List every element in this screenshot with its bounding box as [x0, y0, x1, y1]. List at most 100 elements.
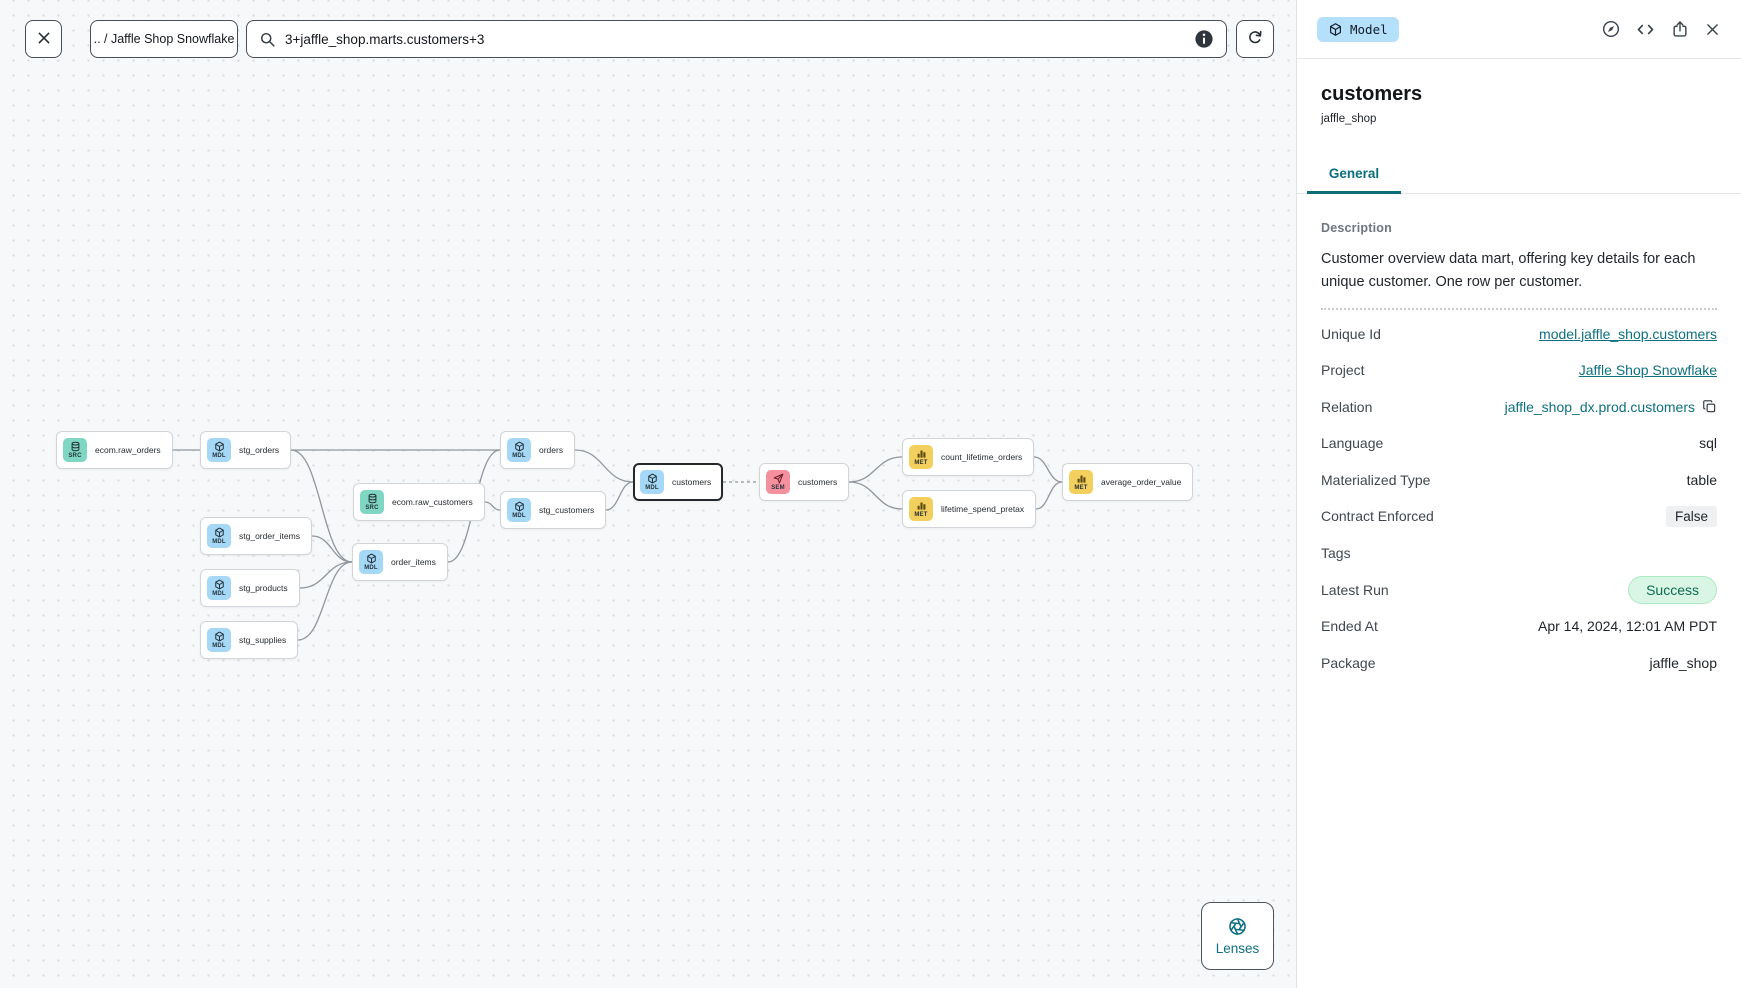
field-value-ended-at: Apr 14, 2024, 12:01 AM PDT [1538, 618, 1717, 635]
node-label: ecom.raw_customers [392, 497, 473, 507]
graph-node-average_order_value[interactable]: MET average_order_value [1062, 463, 1194, 501]
field-label-package: Package [1321, 654, 1376, 671]
edge-customers_sem-count_lifetime_orders [848, 456, 903, 483]
refresh-button[interactable] [1236, 20, 1274, 58]
node-label: orders [539, 445, 564, 455]
graph-node-lifetime_spend_pretax[interactable]: MET lifetime_spend_pretax [902, 490, 1037, 528]
edge-stg_customers-customers [605, 481, 634, 511]
node-met-icon: MET [909, 445, 933, 469]
panel-body: customers jaffle_shop General Descriptio… [1297, 59, 1741, 988]
field-value-contract-enforced: False [1665, 505, 1717, 527]
view-code-button[interactable] [1635, 19, 1656, 40]
graph-node-stg_orders[interactable]: MDL stg_orders [200, 431, 292, 469]
graph-node-stg_supplies[interactable]: MDL stg_supplies [200, 621, 299, 659]
code-icon [1635, 19, 1656, 40]
field-label-materialized-type: Materialized Type [1321, 471, 1431, 488]
field-label-tags: Tags [1321, 545, 1351, 562]
field-label-language: Language [1321, 435, 1384, 452]
panel-actions [1601, 19, 1721, 40]
refresh-icon [1246, 29, 1264, 50]
node-src-icon: SRC [63, 438, 87, 462]
status-badge: Success [1628, 575, 1717, 604]
node-mdl-icon: MDL [507, 498, 531, 522]
lineage-canvas[interactable]: .. / Jaffle Shop Snowflake [0, 0, 1296, 988]
description-heading: Description [1321, 221, 1392, 235]
tab-general[interactable]: General [1307, 155, 1401, 194]
node-label: lifetime_spend_pretax [941, 504, 1025, 514]
resource-type-label: Model [1350, 21, 1388, 37]
field-value-unique-id[interactable]: model.jaffle_shop.customers [1539, 325, 1717, 342]
graph-toolbar: .. / Jaffle Shop Snowflake [0, 0, 1296, 78]
field-value-project[interactable]: Jaffle Shop Snowflake [1578, 362, 1717, 379]
field-value-relation: jaffle_shop_dx.prod.customers [1505, 399, 1717, 415]
graph-node-stg_customers[interactable]: MDL stg_customers [500, 491, 607, 529]
node-met-icon: MET [909, 497, 933, 521]
lenses-label: Lenses [1215, 941, 1260, 956]
node-label: average_order_value [1101, 477, 1182, 487]
node-label: stg_order_items [239, 531, 300, 541]
node-mdl-icon: MDL [207, 576, 231, 600]
share-button[interactable] [1670, 19, 1690, 39]
search-input[interactable] [285, 31, 1194, 47]
close-panel-button[interactable] [1704, 21, 1721, 38]
graph-node-stg_order_items[interactable]: MDL stg_order_items [200, 517, 312, 555]
node-label: order_items [391, 557, 436, 567]
breadcrumb[interactable]: .. / Jaffle Shop Snowflake [90, 20, 238, 58]
node-mdl-icon: MDL [207, 628, 231, 652]
graph-node-orders[interactable]: MDL orders [500, 431, 576, 469]
lenses-button[interactable]: Lenses [1201, 902, 1274, 970]
close-icon [36, 30, 52, 49]
edge-stg_orders-order_items [290, 449, 353, 563]
node-label: count_lifetime_orders [941, 452, 1023, 462]
node-mdl-icon: MDL [207, 438, 231, 462]
graph-node-customers_sem[interactable]: SEM customers [759, 463, 850, 501]
explore-icon [1601, 19, 1621, 39]
edge-stg_order_items-order_items [311, 535, 353, 563]
tab-bar: General [1297, 155, 1741, 194]
panel-header: Model [1297, 0, 1741, 59]
share-icon [1670, 19, 1690, 39]
copy-icon[interactable] [1702, 399, 1717, 414]
page-title: customers [1321, 83, 1423, 105]
node-mdl-icon: MDL [207, 524, 231, 548]
edge-lifetime_spend_pretax-average_order_value [1035, 481, 1063, 510]
description-text: Customer overview data mart, offering ke… [1321, 251, 1696, 290]
edge-stg_products-order_items [299, 561, 353, 589]
info-icon[interactable] [1194, 29, 1214, 49]
edge-customers_sem-lifetime_spend_pretax [848, 481, 903, 510]
node-mdl-icon: MDL [507, 438, 531, 462]
edge-count_lifetime_orders-average_order_value [1033, 456, 1063, 483]
close-graph-button[interactable] [25, 20, 62, 58]
model-cube-icon [1328, 22, 1343, 37]
node-mdl-icon: MDL [359, 550, 383, 574]
node-sem-icon: SEM [766, 470, 790, 494]
node-met-icon: MET [1069, 470, 1093, 494]
field-value-relation[interactable]: jaffle_shop_dx.prod.customers [1504, 398, 1695, 415]
details-panel: Model [1296, 0, 1741, 988]
lenses-icon [1227, 916, 1248, 937]
node-label: customers [798, 477, 838, 487]
explore-lineage-button[interactable] [1601, 19, 1621, 39]
node-label: stg_supplies [239, 635, 287, 645]
node-label: stg_customers [539, 505, 595, 515]
dotted-divider [1321, 308, 1717, 311]
graph-node-order_items[interactable]: MDL order_items [352, 543, 448, 581]
search-icon [259, 31, 276, 48]
edge-orders-customers [574, 449, 634, 483]
node-label: stg_orders [239, 445, 280, 455]
graph-node-count_lifetime_orders[interactable]: MET count_lifetime_orders [902, 438, 1035, 476]
